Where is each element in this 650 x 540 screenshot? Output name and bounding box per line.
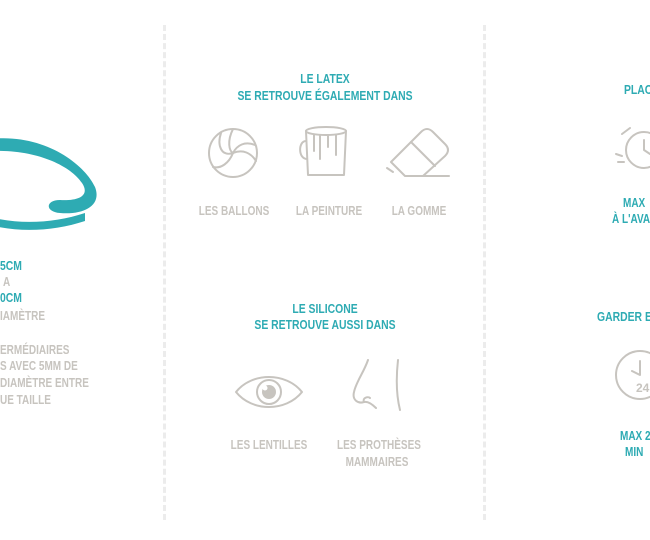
sizes-note-line-4: UE TAILLE (0, 393, 51, 407)
cup-size-line-4: IAMÈTRE (0, 309, 45, 323)
silicone-heading-line-1: LE SILICONE (292, 301, 358, 316)
right-top-heading: PLAC (624, 82, 650, 97)
cup-size-line-1: 5CM (0, 258, 22, 273)
breast-prosthesis-icon (350, 358, 404, 414)
eraser-icon (385, 126, 451, 178)
alarm-clock-icon (614, 124, 650, 172)
paint-bucket-icon (298, 125, 354, 179)
clock-24h-icon: 24 (614, 349, 650, 401)
column-divider-right (483, 25, 486, 520)
cup-size-line-2: A (3, 275, 11, 289)
right-top-note-line-1: MAX (623, 196, 646, 210)
menstrual-cup-icon (0, 125, 110, 235)
silicone-heading-line-2: SE RETROUVE AUSSI DANS (254, 317, 396, 332)
cup-size-line-3: 0CM (0, 290, 22, 305)
right-bottom-note-line-2: MIN (625, 445, 644, 459)
silicone-item-label-protheses-line-2: MAMMAIRES (345, 455, 409, 469)
right-bottom-note-line-1: MAX 2 (620, 429, 650, 443)
sizes-note-line-1: ERMÉDIAIRES (0, 343, 70, 357)
sizes-note-line-2: S AVEC 5MM DE (0, 359, 78, 373)
clock-24-label: 24 (636, 381, 650, 395)
silicone-item-label-lentilles: LES LENTILLES (230, 438, 308, 452)
latex-heading-line-2: SE RETROUVE ÉGALEMENT DANS (237, 88, 413, 103)
latex-item-label-ballons: LES BALLONS (198, 204, 270, 218)
latex-item-label-gomme: LA GOMME (391, 204, 447, 218)
right-top-note-line-2: À L'AVA (612, 212, 650, 226)
sizes-note-line-3: DIAMÈTRE ENTRE (0, 376, 89, 390)
volleyball-icon (207, 127, 259, 179)
latex-heading-line-1: LE LATEX (300, 71, 350, 86)
column-divider-left (163, 25, 166, 520)
latex-item-label-peinture: LA PEINTURE (295, 204, 363, 218)
right-bottom-heading: GARDER EI (597, 309, 650, 324)
silicone-item-label-protheses-line-1: LES PROTHÈSES (337, 438, 421, 452)
eye-icon (234, 372, 304, 412)
